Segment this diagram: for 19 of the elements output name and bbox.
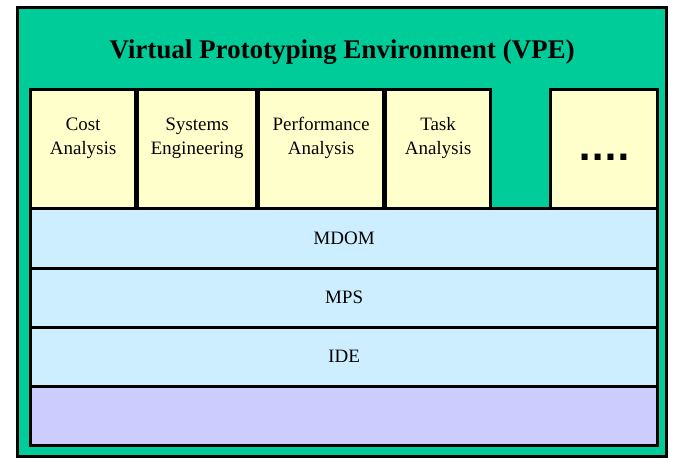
module-label: Cost Analysis xyxy=(48,113,118,160)
layer-bar xyxy=(29,385,659,447)
layer-bar xyxy=(29,267,659,329)
module-label: Performance Analysis xyxy=(271,113,371,160)
module-box xyxy=(549,88,659,210)
module-box xyxy=(136,88,258,210)
layer-label: MPS xyxy=(324,286,364,310)
layer-bar xyxy=(29,326,659,388)
module-box xyxy=(384,88,492,210)
ellipsis: .... xyxy=(578,128,630,170)
module-label: Systems Engineering xyxy=(150,113,244,160)
module-label: Task Analysis xyxy=(404,113,472,160)
layer-label: MDOM xyxy=(313,226,375,250)
environment-panel xyxy=(16,6,668,458)
module-box xyxy=(29,88,137,210)
layer-label: IDE xyxy=(328,345,360,369)
module-box xyxy=(257,88,385,210)
panel-title: Virtual Prototyping Environment (VPE) xyxy=(109,33,575,66)
layer-bar xyxy=(29,207,659,270)
